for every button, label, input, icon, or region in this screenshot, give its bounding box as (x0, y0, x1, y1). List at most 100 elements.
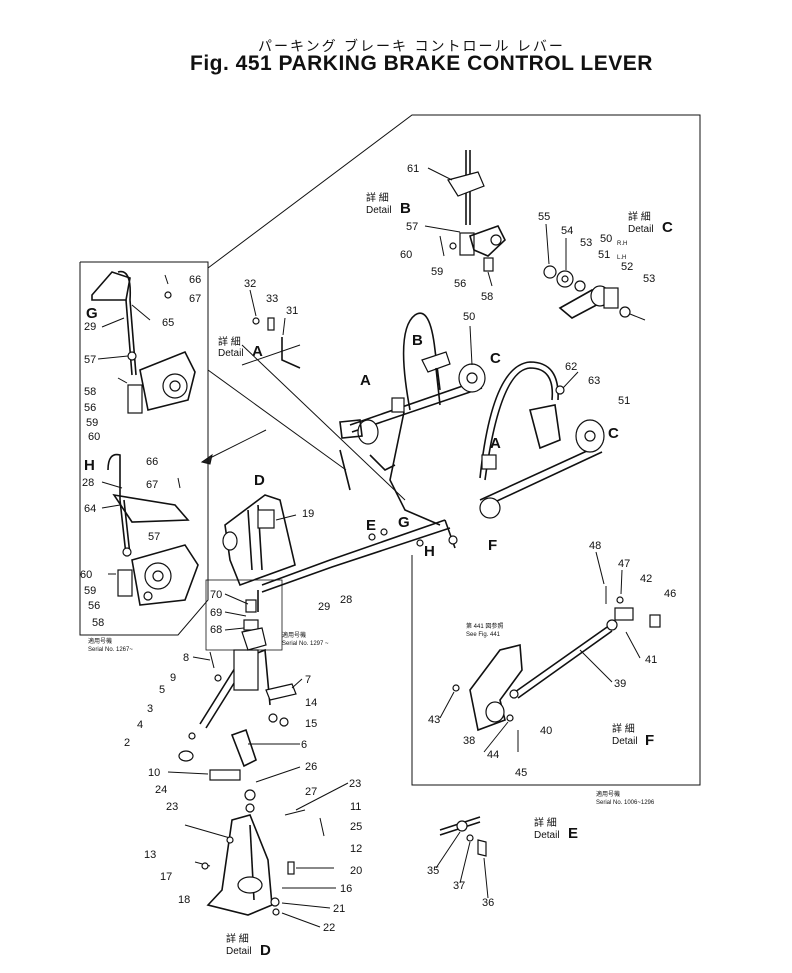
part-number: 55 (538, 211, 550, 223)
part-number: 57 (148, 531, 160, 543)
part-number: 56 (88, 600, 100, 612)
part-number: 17 (160, 871, 172, 883)
callout-f: F (488, 537, 497, 554)
part-numbers: 61 57 60 59 56 58 55 54 53 50 51 52 53 3… (80, 163, 676, 934)
part-number: 59 (86, 417, 98, 429)
part-number: 9 (170, 672, 176, 684)
detail-f-label: Detail (612, 736, 638, 747)
part-number: 23 (166, 801, 178, 813)
part-number: 10 (148, 767, 160, 779)
part-number: 32 (244, 278, 256, 290)
part-number: 26 (305, 761, 317, 773)
callout-h-inset: H (84, 457, 95, 474)
part-number: 53 (580, 237, 592, 249)
detail-d-jp: 詳 細 (226, 932, 249, 945)
detail-labels: 詳 細 Detail B 詳 細 Detail C 詳 細 Detail A 詳… (218, 191, 673, 959)
part-number: 44 (487, 749, 499, 761)
callout-c-lower: C (608, 425, 619, 442)
callout-e: E (366, 517, 376, 534)
leader-lines (97, 167, 641, 928)
detail-c-assembly (543, 265, 646, 321)
part-number: 60 (400, 249, 412, 261)
detail-e-jp: 詳 細 (534, 816, 557, 829)
part-number: 61 (407, 163, 419, 175)
part-number: 47 (618, 558, 630, 570)
callout-g-main: G (398, 514, 410, 531)
detail-a-assembly (241, 317, 301, 369)
serial-d-box (205, 579, 283, 651)
part-number: 68 (210, 624, 222, 636)
part-number: 31 (286, 305, 298, 317)
part-number: 22 (323, 922, 335, 934)
part-number: 56 (84, 402, 96, 414)
part-number: 12 (350, 843, 362, 855)
serial-f-note: Serial No. 1006~1296 (596, 800, 655, 806)
callout-d: D (254, 472, 265, 489)
detail-c-label: Detail (628, 224, 654, 235)
serial-d-jp: 適用号機 (282, 631, 306, 639)
part-number: 39 (614, 678, 626, 690)
part-number: 67 (189, 293, 201, 305)
part-number: 24 (155, 784, 167, 796)
serial-g-note: Serial No. 1267~ (88, 647, 133, 653)
part-number: 51 (618, 395, 630, 407)
callout-letters: B A A C C D E G H F G H (84, 305, 619, 560)
part-number: 28 (82, 477, 94, 489)
part-number: 46 (664, 588, 676, 600)
part-number: 33 (266, 293, 278, 305)
serial-f-jp: 適用号機 (596, 790, 620, 798)
part-number: 3 (147, 703, 153, 715)
detail-a-letter: A (252, 343, 263, 360)
detail-g-h-inset (79, 261, 209, 636)
part-number: 56 (454, 278, 466, 290)
page-header: パーキング ブレーキ コントロール レバー Fig. 451 PARKING B… (0, 0, 792, 90)
part-number: 69 (210, 607, 222, 619)
figure-title-japanese: パーキング ブレーキ コントロール レバー (258, 39, 565, 55)
part-number: 15 (305, 718, 317, 730)
callout-c-upper: C (490, 350, 501, 367)
callout-a-mid: A (490, 435, 501, 452)
detail-c-jp: 詳 細 (628, 210, 651, 223)
callout-b: B (412, 332, 423, 349)
part-number: 57 (84, 354, 96, 366)
part-number: 28 (340, 594, 352, 606)
detail-b-letter: B (400, 200, 411, 217)
part-number: 35 (427, 865, 439, 877)
part-number: 27 (305, 786, 317, 798)
part-number: 50 (600, 233, 612, 245)
part-number: 2 (124, 737, 130, 749)
part-number: 54 (561, 225, 573, 237)
part-number: 67 (146, 479, 158, 491)
detail-c-letter: C (662, 219, 673, 236)
part-number: 58 (92, 617, 104, 629)
rh-note: R.H (617, 241, 627, 247)
part-number: 62 (565, 361, 577, 373)
part-number: 42 (640, 573, 652, 585)
detail-f-letter: F (645, 732, 654, 749)
detail-b-assembly (439, 150, 506, 272)
serial-g-jp: 適用号機 (88, 637, 112, 645)
part-number: 65 (162, 317, 174, 329)
detail-e-letter: E (568, 825, 578, 842)
part-number: 8 (183, 652, 189, 664)
part-number: 37 (453, 880, 465, 892)
part-number: 16 (340, 883, 352, 895)
detail-a-label: Detail (218, 348, 244, 359)
detail-f-jp: 詳 細 (612, 722, 635, 735)
part-number: 58 (84, 386, 96, 398)
part-number: 59 (84, 585, 96, 597)
part-number: 20 (350, 865, 362, 877)
part-number: 6 (301, 739, 307, 751)
part-number: 51 (598, 249, 610, 261)
part-number: 57 (406, 221, 418, 233)
part-number: 18 (178, 894, 190, 906)
see-fig-jp: 第 441 図参照 (466, 622, 503, 630)
detail-d-letter: D (260, 942, 271, 959)
detail-b-label: Detail (366, 205, 392, 216)
detail-a-jp: 詳 細 (218, 335, 241, 348)
callout-a-left: A (360, 372, 371, 389)
detail-e-label: Detail (534, 830, 560, 841)
callout-g-inset: G (86, 305, 98, 322)
part-number: 23 (349, 778, 361, 790)
notes: 第 441 図参照 See Fig. 441 適用号機 Serial No. 1… (88, 241, 655, 806)
